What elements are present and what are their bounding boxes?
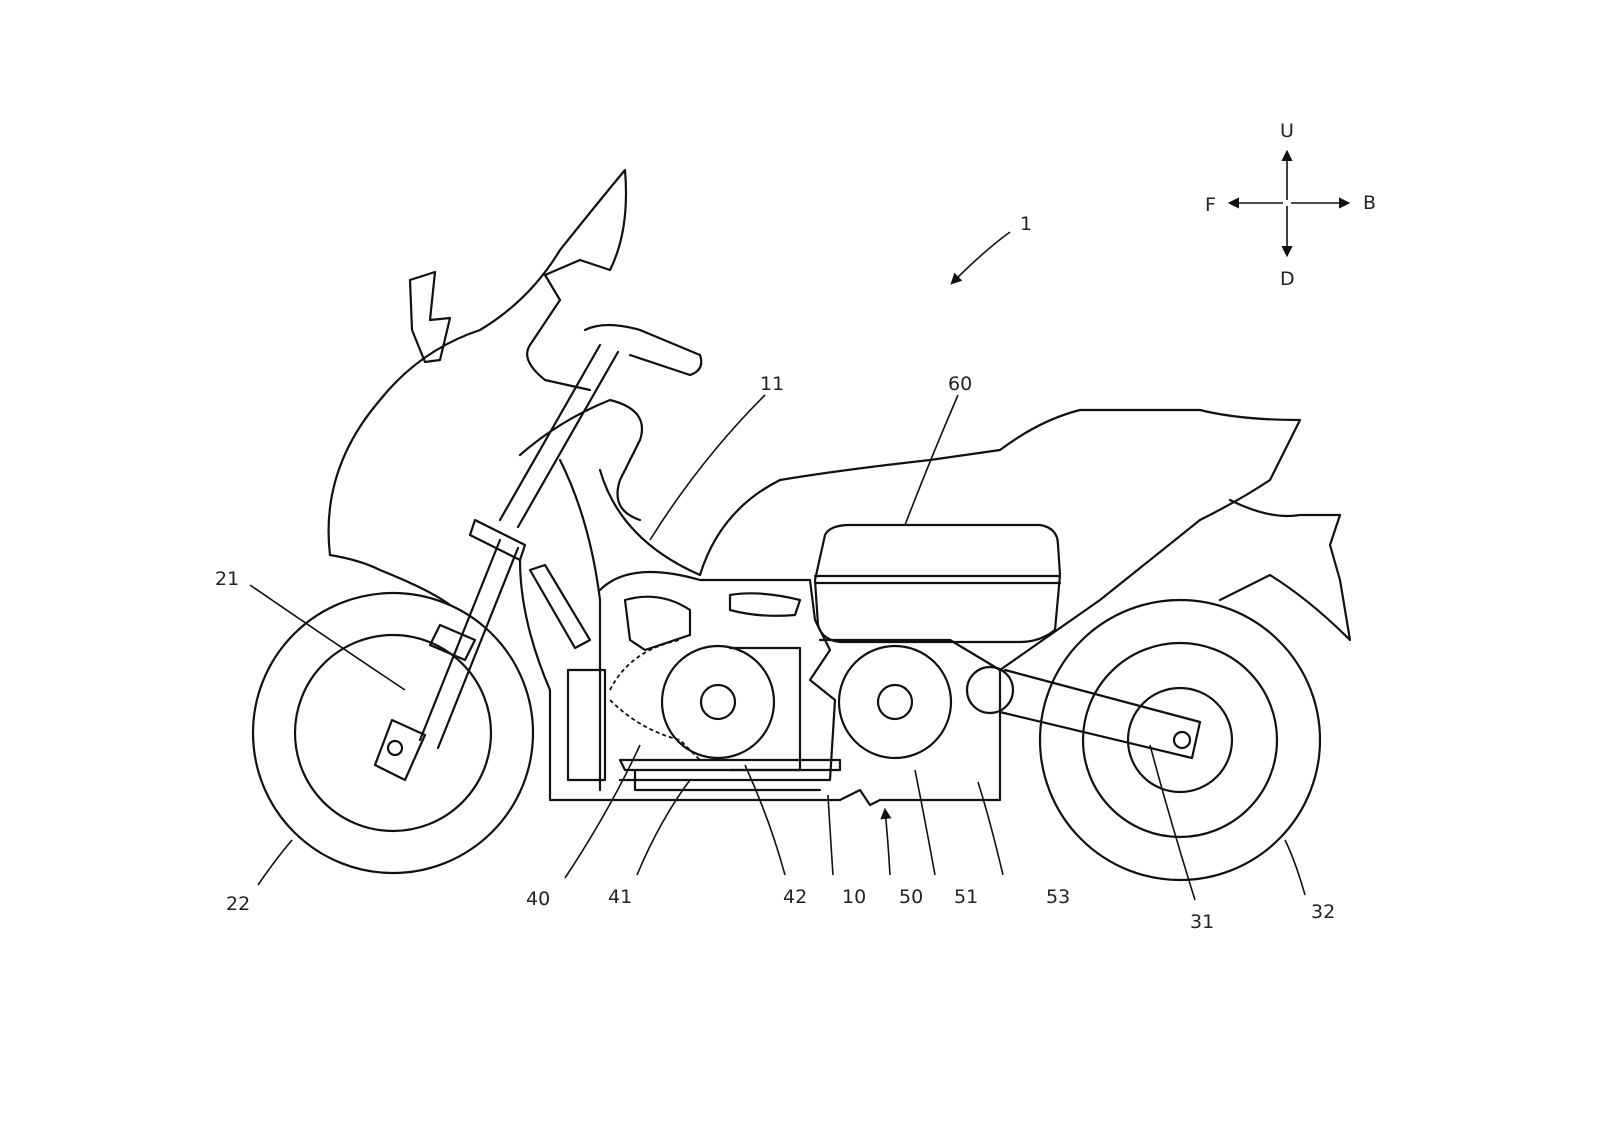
label-51: 51 [954,886,978,908]
direction-up-label: U [1280,120,1294,142]
label-41: 41 [608,886,632,908]
front-wheel [253,593,533,873]
label-53: 53 [1046,886,1070,908]
label-42: 42 [783,886,807,908]
label-swing-arm: 31 [1190,911,1214,933]
storage-box [815,525,1060,642]
front-fork [375,325,701,780]
direction-down-label: D [1280,268,1295,290]
label-body-cover: 11 [760,373,784,395]
label-frame: 10 [842,886,866,908]
direction-front-label: F [1205,194,1216,216]
label-front-fork: 21 [215,568,239,590]
label-unit-50: 50 [899,886,923,908]
front-cowl [329,170,642,605]
rear-wheel [1040,600,1320,880]
direction-compass: U D F B [1205,120,1376,290]
label-40: 40 [526,888,550,910]
label-vehicle: 1 [1020,213,1032,235]
label-box: 60 [948,373,972,395]
power-unit [610,640,951,790]
direction-back-label: B [1363,192,1376,214]
label-rear-wheel: 32 [1311,901,1335,923]
label-front-wheel: 22 [226,893,250,915]
